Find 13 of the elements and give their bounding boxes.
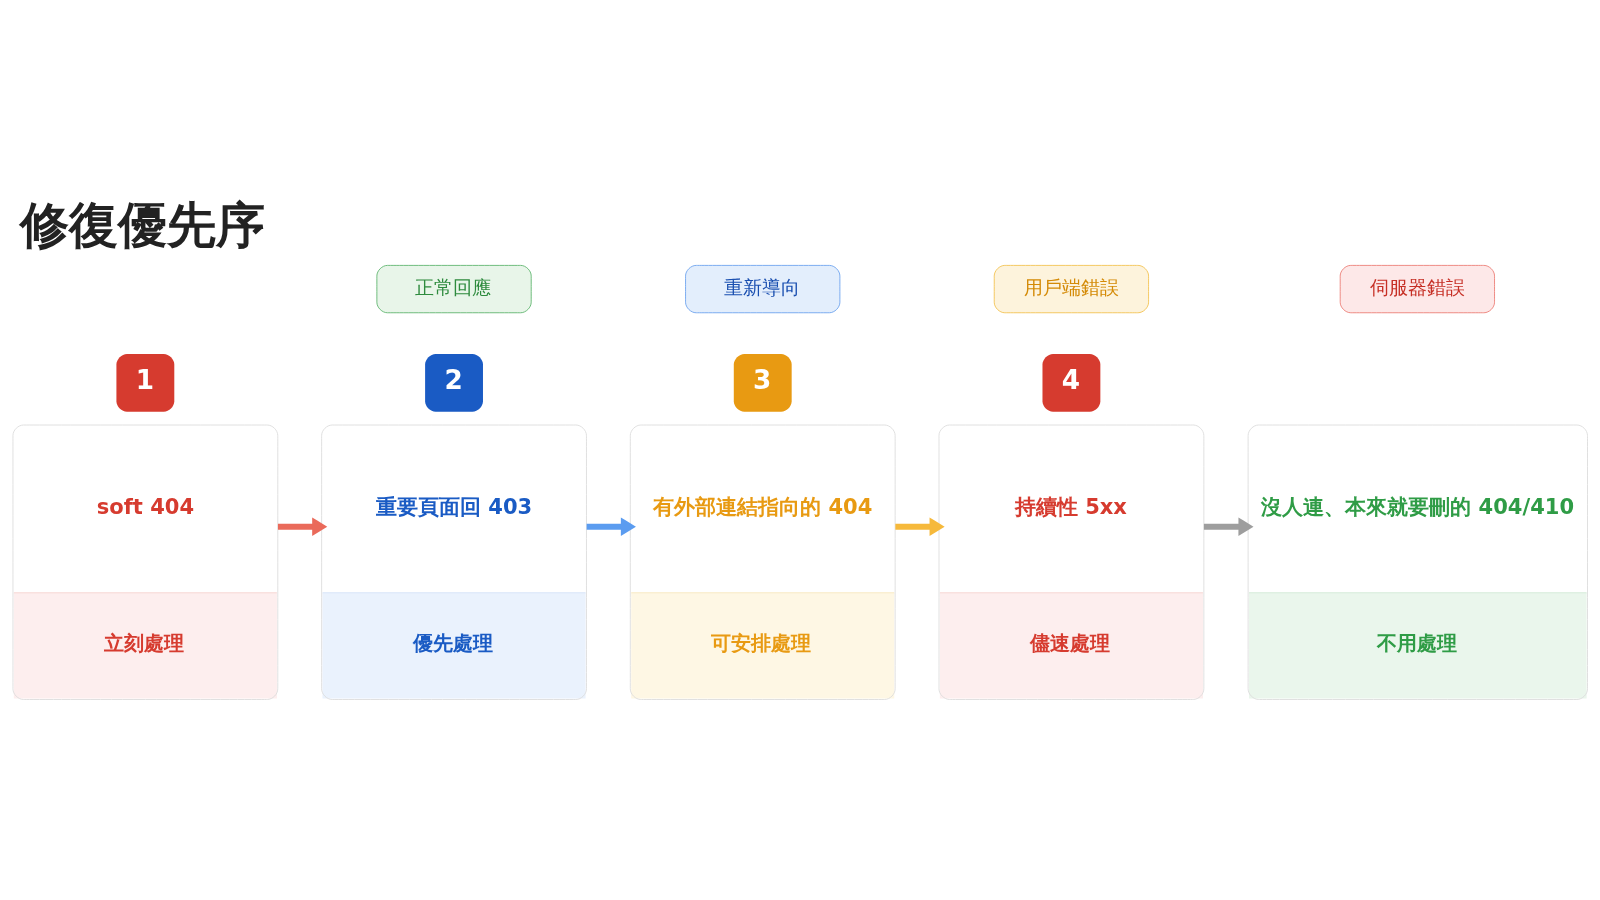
arrow — [586, 517, 636, 536]
node-label: 3 — [753, 364, 772, 395]
diagram-title: 修復優先序 — [19, 196, 265, 255]
node-label: 1 — [135, 364, 155, 395]
arrow — [1203, 517, 1254, 536]
legend-label: 正常回應 — [415, 275, 492, 299]
arrow — [277, 517, 328, 536]
legend-label: 伺服器錯誤 — [1369, 275, 1465, 299]
arrow — [895, 517, 945, 536]
legend-label: 用戶端錯誤 — [1023, 275, 1119, 299]
legend-label: 重新導向 — [724, 275, 801, 299]
node-label: 2 — [444, 364, 463, 395]
node-label: 4 — [1061, 364, 1081, 395]
